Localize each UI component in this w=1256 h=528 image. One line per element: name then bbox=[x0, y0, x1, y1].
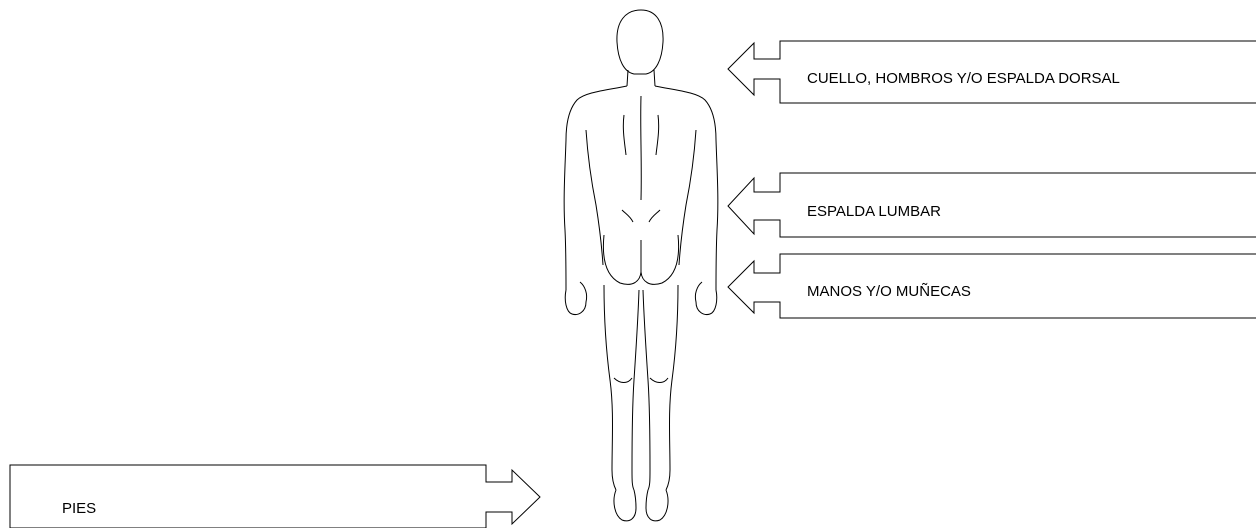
callout-arrow-feet bbox=[10, 465, 540, 528]
figure-right-leg bbox=[666, 285, 678, 490]
figure-left-knee bbox=[614, 378, 632, 383]
human-figure-back-view bbox=[564, 10, 718, 521]
label-hands-wrists: MANOS Y/O MUÑECAS bbox=[807, 283, 971, 300]
figure-scapula-left bbox=[623, 115, 626, 155]
figure-right-inner-arm bbox=[679, 130, 696, 265]
figure-scapula-right bbox=[656, 115, 659, 155]
figure-left-hand bbox=[565, 282, 586, 315]
figure-right-hand bbox=[695, 282, 716, 315]
figure-right-foot bbox=[646, 490, 668, 521]
figure-lumbar-left bbox=[622, 210, 633, 222]
figure-left-leg-inner bbox=[632, 290, 639, 490]
label-feet: PIES bbox=[62, 500, 96, 517]
figure-left-foot bbox=[614, 490, 636, 521]
figure-left-leg bbox=[604, 285, 616, 490]
figure-head bbox=[617, 10, 663, 74]
label-lumbar: ESPALDA LUMBAR bbox=[807, 203, 941, 220]
figure-spine bbox=[641, 96, 642, 200]
figure-lumbar-right bbox=[649, 210, 660, 222]
label-neck-shoulders: CUELLO, HOMBROS Y/O ESPALDA DORSAL bbox=[807, 70, 1120, 87]
figure-right-leg-inner bbox=[643, 290, 650, 490]
figure-left-inner-arm bbox=[586, 130, 603, 265]
figure-right-knee bbox=[650, 378, 668, 383]
